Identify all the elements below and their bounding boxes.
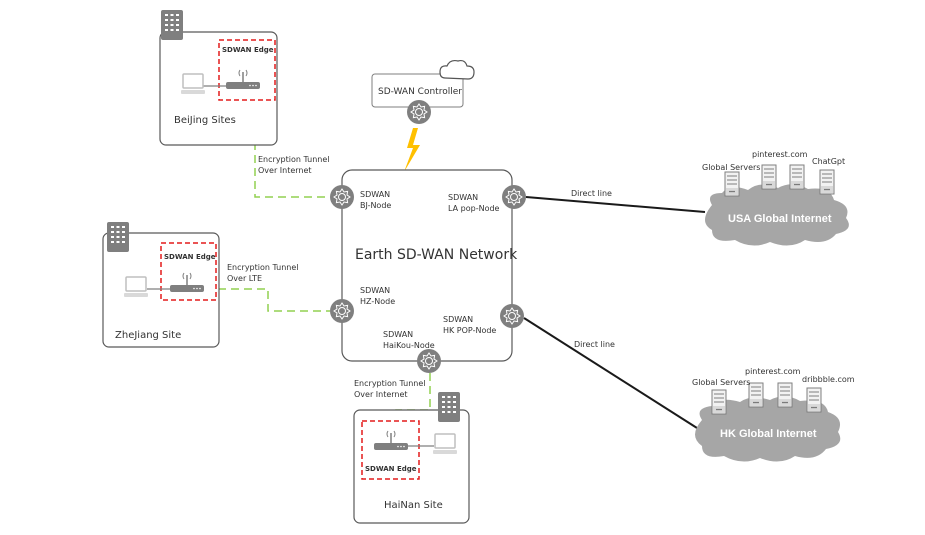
tunnel-beijing-line2: Over Internet (258, 166, 312, 175)
tunnel-zhejiang (218, 288, 330, 312)
bj-node-icon (329, 184, 355, 210)
site-name: BeiJing Sites (174, 115, 236, 126)
tunnel-hainan-line2: Over Internet (354, 390, 408, 399)
hk-server-label-0: Global Servers (692, 378, 750, 387)
server-icon (819, 169, 835, 195)
cloud-icon (439, 59, 475, 80)
controller-gear-icon (406, 99, 432, 125)
laptop-icon (432, 433, 458, 455)
tunnel-hainan-line1: Encryption Tunnel (354, 379, 426, 388)
direct-line-usa-label: Direct line (571, 189, 612, 198)
hk-server-label-1: pinterest.com (745, 367, 801, 376)
server-icon (777, 382, 793, 408)
hz-node-line1: SDWAN (360, 286, 390, 295)
server-icon (806, 387, 822, 413)
server-icon (748, 382, 764, 408)
usa-server-label-1: pinterest.com (752, 150, 808, 159)
hz-node-line2: HZ-Node (360, 297, 395, 306)
bj-node-line2: BJ-Node (360, 201, 391, 210)
building-icon (107, 222, 129, 252)
hk-server-label-2: dribbble.com (802, 375, 855, 384)
la-node-icon (501, 184, 527, 210)
site-zhejiang: SDWAN Edge ZheJiang Site (102, 222, 220, 348)
site-hainan: SDWAN Edge HaiNan Site (353, 392, 470, 524)
hk-node-line1: SDWAN (443, 315, 473, 324)
server-icon (761, 164, 777, 190)
site-name: HaiNan Site (384, 500, 443, 511)
direct-line-hk (523, 317, 698, 429)
haikou-node-icon (416, 348, 442, 374)
haikou-node-line1: SDWAN (383, 330, 413, 339)
server-icon (789, 164, 805, 190)
controller-label: SD-WAN Controller (378, 87, 462, 97)
edge-label: SDWAN Edge (164, 253, 216, 261)
edge-label: SDWAN Edge (222, 46, 274, 54)
edge-label: SDWAN Edge (365, 465, 417, 473)
haikou-node-line2: HaiKou-Node (383, 341, 435, 350)
usa-server-label-2: ChatGpt (812, 157, 845, 166)
usa-cloud-label: USA Global Internet (728, 213, 832, 225)
building-icon (438, 392, 460, 422)
la-node-line2: LA pop-Node (448, 204, 500, 213)
site-beijing: SDWAN Edge BeiJing Sites (159, 10, 278, 146)
network-title: Earth SD-WAN Network (355, 247, 518, 263)
cloud-hk: Global Servers pinterest.com dribbble.co… (692, 367, 855, 462)
tunnel-beijing-line1: Encryption Tunnel (258, 155, 330, 164)
la-node-line1: SDWAN (448, 193, 478, 202)
site-name: ZheJiang Site (115, 330, 181, 341)
bj-node-line1: SDWAN (360, 190, 390, 199)
cloud-usa: Global Servers pinterest.com ChatGpt USA… (702, 150, 849, 246)
hk-cloud-label: HK Global Internet (720, 428, 817, 440)
tunnel-zhejiang-line1: Encryption Tunnel (227, 263, 299, 272)
tunnel-beijing (254, 90, 330, 198)
laptop-icon (180, 73, 206, 95)
sd-wan-controller: SD-WAN Controller (371, 59, 475, 125)
hk-node-icon (499, 303, 525, 329)
building-icon (161, 10, 183, 40)
server-icon (724, 171, 740, 197)
tunnel-zhejiang-line2: Over LTE (227, 274, 262, 283)
lightning-icon (404, 128, 420, 172)
direct-line-hk-label: Direct line (574, 340, 615, 349)
server-icon (711, 389, 727, 415)
hk-node-line2: HK POP-Node (443, 326, 496, 335)
usa-server-label-0: Global Servers (702, 163, 760, 172)
hz-node-icon (329, 298, 355, 324)
laptop-icon (123, 276, 149, 298)
direct-line-usa (525, 196, 706, 213)
